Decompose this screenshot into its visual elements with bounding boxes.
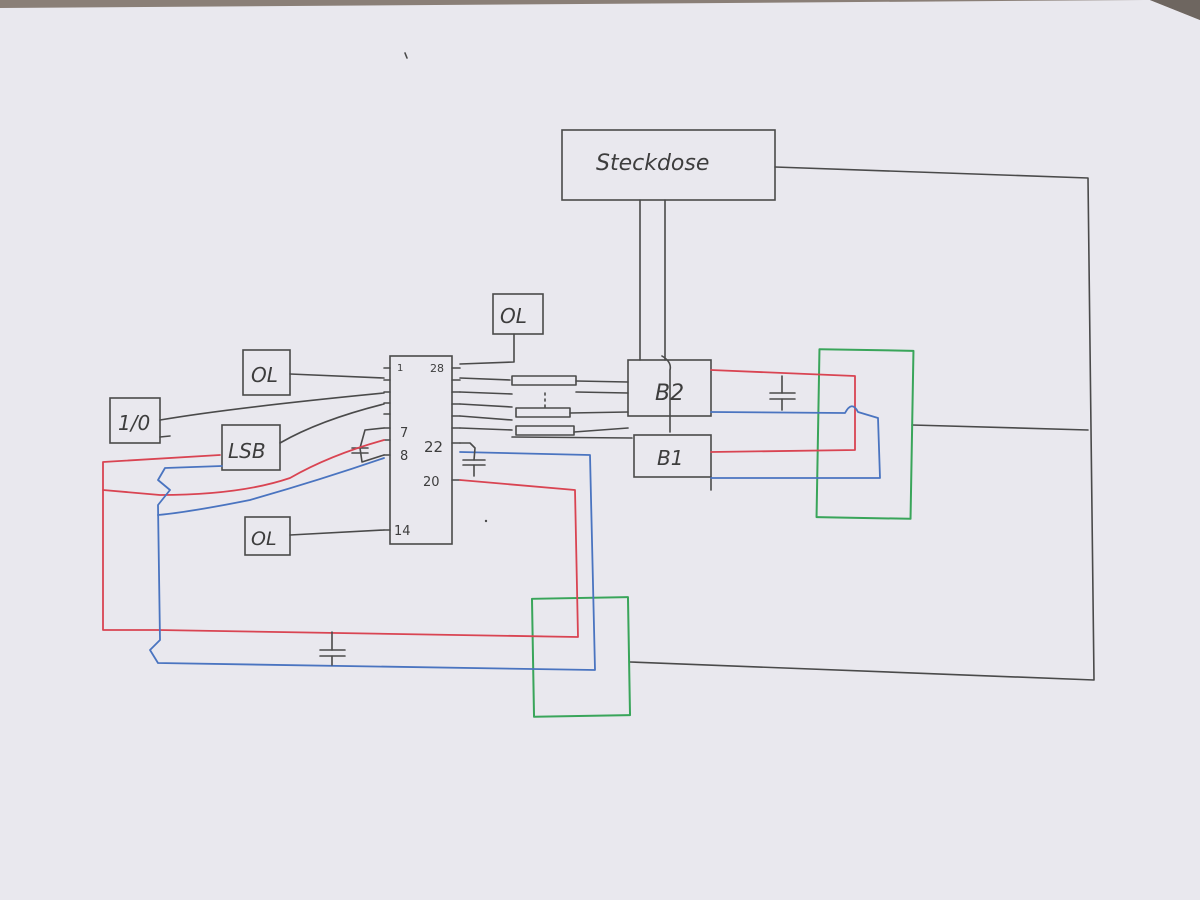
pin-8-label: 8 bbox=[400, 449, 408, 464]
pin-28-label: 28 bbox=[430, 362, 444, 375]
pin-14-label: 14 bbox=[394, 524, 411, 539]
paper-shadow bbox=[1150, 0, 1200, 20]
lsb-wire bbox=[279, 403, 385, 444]
b2-blue-wire bbox=[710, 405, 881, 479]
b1-box bbox=[633, 434, 712, 478]
pin-1-label: 1 bbox=[397, 363, 403, 374]
mcu-chip bbox=[389, 355, 453, 545]
stray-dot bbox=[484, 519, 488, 523]
mains-line-mid bbox=[911, 424, 1089, 431]
mains-line-right bbox=[629, 166, 1095, 681]
b2-lead bbox=[661, 355, 672, 433]
ol-top-label: OL bbox=[500, 304, 527, 328]
capacitor-b2 bbox=[769, 375, 796, 411]
b1-label: B1 bbox=[657, 446, 683, 470]
b2-red-wire bbox=[710, 369, 856, 453]
resistor-bank bbox=[459, 375, 633, 439]
lsb-box bbox=[221, 424, 281, 471]
pin-20-label: 20 bbox=[423, 475, 440, 490]
io-label: 1/0 bbox=[118, 411, 150, 435]
ol-bottom-label: OL bbox=[251, 528, 277, 550]
pin-7-label: 7 bbox=[400, 426, 408, 441]
capacitor-pin22 bbox=[459, 442, 486, 477]
stray-mark bbox=[404, 52, 408, 59]
mcu-right-pins bbox=[451, 367, 461, 481]
ol-top-box bbox=[492, 293, 544, 335]
socket-label: Steckdose bbox=[596, 151, 709, 176]
lsb-label: LSB bbox=[228, 439, 266, 463]
pin-22-label: 22 bbox=[424, 438, 443, 456]
ol-left-label: OL bbox=[251, 363, 278, 387]
red-lsb-wire bbox=[102, 439, 385, 496]
socket-box bbox=[561, 129, 776, 201]
right-led-block bbox=[815, 348, 915, 520]
io-wire bbox=[159, 392, 385, 421]
capacitor-bottom bbox=[319, 631, 346, 666]
mcu-left-pins bbox=[383, 367, 391, 531]
red-loop-wire bbox=[102, 454, 579, 638]
blue-pin8-wire bbox=[157, 457, 385, 516]
bottom-led-block bbox=[530, 596, 632, 718]
ol-bottom-box bbox=[244, 516, 291, 556]
io-wire-lower bbox=[159, 435, 171, 438]
ol-left-wire bbox=[289, 373, 385, 379]
ol-left-box bbox=[242, 349, 291, 396]
ol-top-wire bbox=[459, 333, 515, 365]
ol-bottom-wire bbox=[289, 529, 385, 536]
blue-loop-wire bbox=[149, 451, 596, 671]
